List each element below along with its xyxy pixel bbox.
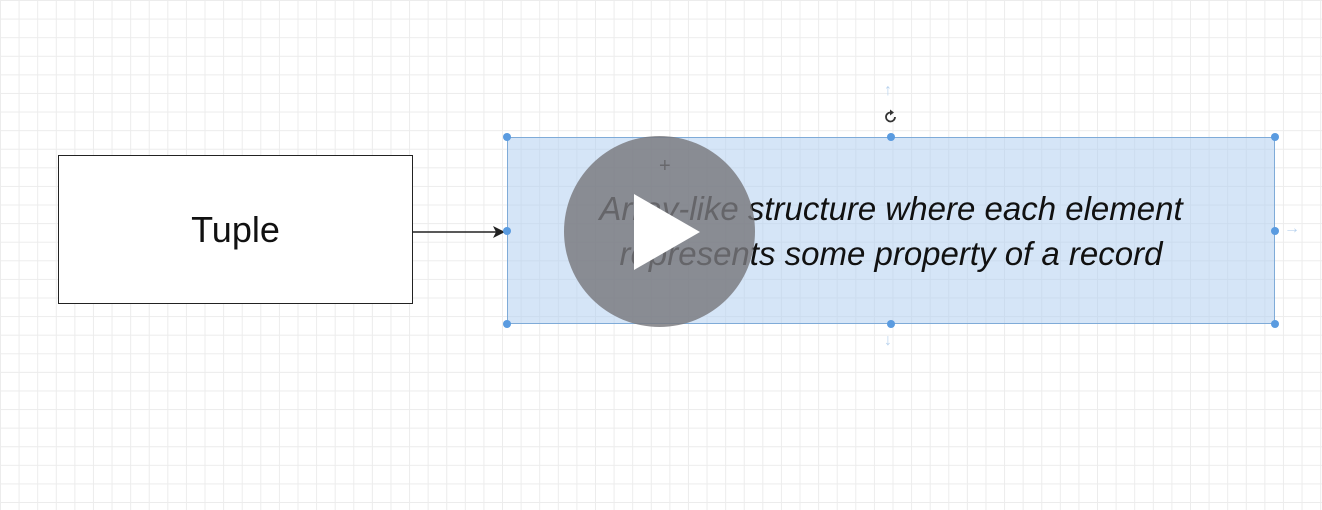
resize-handle-left[interactable] bbox=[503, 227, 511, 235]
tuple-label: Tuple bbox=[191, 208, 280, 250]
resize-handle-top-left[interactable] bbox=[503, 133, 511, 141]
resize-handle-top-right[interactable] bbox=[1271, 133, 1279, 141]
connector-arrow[interactable] bbox=[413, 222, 513, 242]
rotate-icon[interactable] bbox=[882, 108, 900, 126]
connect-arrow-down-icon[interactable]: ↓ bbox=[884, 332, 892, 349]
resize-handle-top[interactable] bbox=[887, 133, 895, 141]
tuple-box[interactable]: Tuple bbox=[58, 155, 413, 304]
resize-handle-bottom-right[interactable] bbox=[1271, 320, 1279, 328]
play-icon bbox=[633, 193, 700, 270]
connect-arrow-up-icon[interactable]: ↑ bbox=[884, 82, 892, 99]
play-button[interactable] bbox=[564, 136, 755, 327]
resize-handle-bottom[interactable] bbox=[887, 320, 895, 328]
resize-handle-right[interactable] bbox=[1271, 227, 1279, 235]
resize-handle-bottom-left[interactable] bbox=[503, 320, 511, 328]
connect-arrow-right-icon[interactable]: → bbox=[1284, 220, 1300, 237]
